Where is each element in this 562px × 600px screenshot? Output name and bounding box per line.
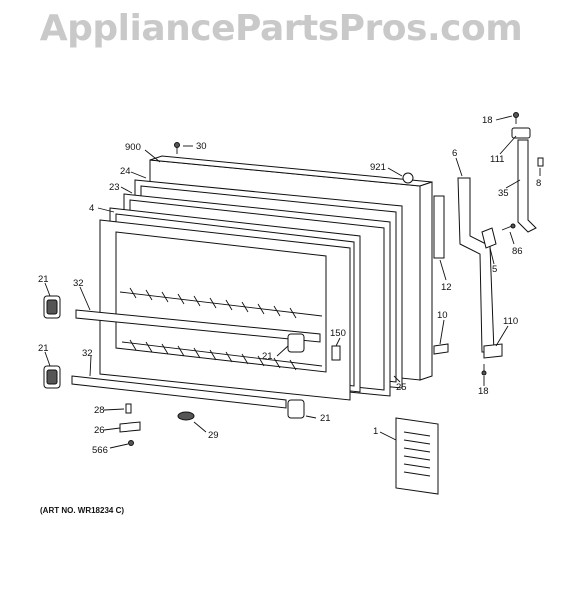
door-shelf-bar-lower[interactable] <box>71 375 287 409</box>
label-566: 566 <box>92 445 108 456</box>
label-21-lower-left: 21 <box>38 343 49 354</box>
art-number: (ART NO. WR18234 C) <box>40 506 124 515</box>
literature-pack-1[interactable] <box>395 417 439 495</box>
label-110: 110 <box>503 316 518 327</box>
label-150: 150 <box>330 328 346 339</box>
label-18-top: 18 <box>482 115 493 126</box>
screw-30[interactable] <box>174 142 180 155</box>
label-5: 5 <box>492 264 497 275</box>
screw-18-bottom[interactable] <box>481 364 487 376</box>
label-900: 900 <box>125 142 141 153</box>
shelf-end-cap-right-lower[interactable] <box>287 399 305 419</box>
label-1: 1 <box>373 426 378 437</box>
screw-18-top[interactable] <box>513 112 519 125</box>
label-21-bottom-right: 21 <box>320 413 331 424</box>
label-28: 28 <box>94 405 105 416</box>
pin-8[interactable] <box>537 157 544 167</box>
label-8: 8 <box>536 178 541 189</box>
label-921: 921 <box>370 162 386 173</box>
door-shelf-bar-upper[interactable] <box>75 309 321 343</box>
label-4: 4 <box>89 203 94 214</box>
callout-labels: 900 30 24 23 4 921 6 18 111 8 35 86 5 12… <box>38 115 541 456</box>
label-32-lower: 32 <box>82 348 93 359</box>
label-24: 24 <box>120 166 131 177</box>
screw-566[interactable] <box>128 440 134 446</box>
label-23: 23 <box>109 182 120 193</box>
door-stop-150[interactable] <box>331 345 341 361</box>
label-6: 6 <box>452 148 457 159</box>
label-12: 12 <box>441 282 452 293</box>
hinge-cover-35[interactable] <box>517 139 537 233</box>
door-shelf-box[interactable] <box>99 219 351 401</box>
shelf-end-cap-left-upper[interactable] <box>43 295 61 319</box>
bracket-10[interactable] <box>433 343 449 355</box>
label-25: 25 <box>396 382 407 393</box>
hinge-bar-6[interactable] <box>457 177 495 353</box>
screw-86[interactable] <box>501 223 516 231</box>
bottom-hinge-110[interactable] <box>483 343 503 359</box>
label-111: 111 <box>490 154 504 165</box>
label-30: 30 <box>196 141 207 152</box>
label-10: 10 <box>437 310 448 321</box>
label-26: 26 <box>94 425 105 436</box>
hinge-bracket-12[interactable] <box>433 195 445 259</box>
hinge-clip-5[interactable] <box>481 227 497 249</box>
shelf-end-cap-left-lower[interactable] <box>43 365 61 389</box>
plug-921[interactable] <box>402 172 414 184</box>
part-28[interactable] <box>125 403 132 414</box>
watermark-logo: AppliancePartsPros.com <box>39 8 523 49</box>
label-29: 29 <box>208 430 219 441</box>
label-18-bottom: 18 <box>478 386 489 397</box>
label-35: 35 <box>498 188 509 199</box>
label-32-upper: 32 <box>73 278 84 289</box>
shelf-end-cap-right-upper[interactable] <box>287 333 305 353</box>
label-21-mid: 21 <box>262 351 273 362</box>
bracket-26[interactable] <box>119 421 141 433</box>
hinge-top-111[interactable] <box>511 127 531 139</box>
label-21-upper-left: 21 <box>38 274 49 285</box>
button-29[interactable] <box>177 411 195 421</box>
leader-lines <box>44 115 541 449</box>
label-86: 86 <box>512 246 523 257</box>
